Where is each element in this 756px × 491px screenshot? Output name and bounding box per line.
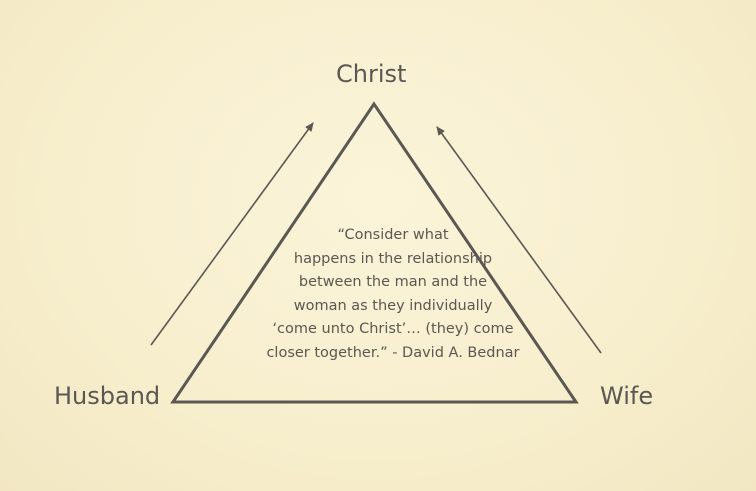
quote-line: between the man and the (298, 274, 488, 291)
bednar-quote: “Consider what happens in the relationsh… (258, 224, 528, 366)
quote-line: woman as they individually (293, 297, 493, 314)
christ-label: Christ (336, 60, 407, 88)
triangle-shape (170, 101, 579, 404)
quote-line: closer together.” - David A. Bednar (266, 344, 520, 361)
right-up-arrow (436, 126, 602, 354)
wife-label: Wife (600, 382, 654, 410)
quote-line: happens in the relationship (293, 250, 493, 267)
quote-line: “Consider what (337, 227, 449, 243)
husband-label: Husband (54, 382, 161, 410)
left-up-arrow (150, 122, 314, 346)
quote-line: ‘come unto Christ’… (they) come (272, 321, 514, 338)
